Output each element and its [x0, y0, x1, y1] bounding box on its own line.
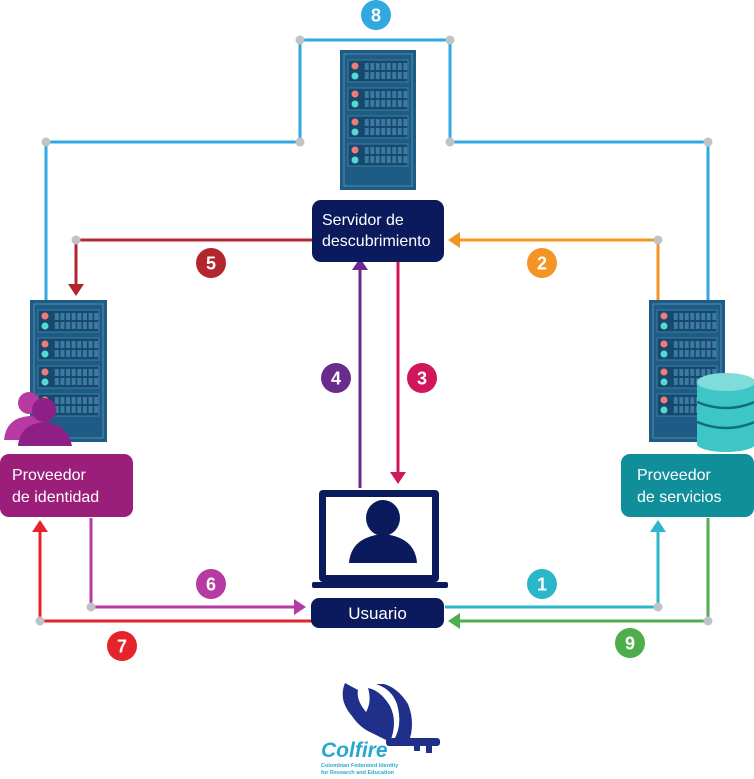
line-step-6 [89, 518, 296, 609]
arrowhead-5 [68, 284, 84, 296]
step-badge-1: 1 [527, 569, 557, 599]
user-label: Usuario [348, 604, 407, 623]
step-number: 7 [117, 637, 127, 657]
junction-dots [35, 35, 713, 626]
arrowhead-9 [448, 613, 460, 629]
arrowhead-3 [390, 472, 406, 484]
discovery-label-line2: descubrimiento [322, 233, 431, 250]
logo-tagline-line1: Colombian Federated Identity [321, 763, 399, 769]
laptop-icon [312, 490, 448, 588]
identity-label-line2: de identidad [12, 489, 99, 506]
colfire-logo: Colfire Colombian Federated Identity for… [321, 683, 440, 776]
discovery-server-node: Servidor de descubrimiento [312, 200, 444, 262]
logo-name: Colfire [321, 739, 388, 762]
identity-provider-node: Proveedor de identidad [0, 454, 133, 517]
arrowhead-1 [650, 520, 666, 532]
logo-tagline-line2: for Research and Education [321, 770, 395, 776]
step-badge-6: 6 [196, 569, 226, 599]
step-badge-7: 7 [107, 631, 137, 661]
step-badges: 1 2 3 4 5 6 7 8 9 [107, 0, 645, 661]
database-icon [696, 373, 754, 452]
discovery-server-icon [340, 50, 416, 190]
users-icon [4, 392, 72, 446]
step-badge-2: 2 [527, 248, 557, 278]
identity-label-line1: Proveedor [12, 467, 86, 484]
step-number: 3 [417, 369, 427, 389]
line-step-5 [74, 238, 312, 288]
step-badge-4: 4 [321, 363, 351, 393]
discovery-label-line1: Servidor de [322, 212, 404, 229]
step-number: 9 [625, 634, 635, 654]
user-node: Usuario [311, 598, 444, 628]
step-number: 5 [206, 254, 216, 274]
services-label-line2: de servicios [637, 489, 721, 506]
arrowheads [32, 232, 666, 629]
step-badge-3: 3 [407, 363, 437, 393]
user-avatar-icon [349, 500, 417, 563]
service-provider-node: Proveedor de servicios [621, 454, 754, 517]
step-number: 2 [537, 254, 547, 274]
key-flame-icon [342, 683, 440, 753]
services-label-line1: Proveedor [637, 467, 711, 484]
service-server-icon [649, 300, 725, 442]
step-number: 8 [371, 6, 381, 26]
arrowhead-7 [32, 520, 48, 532]
step-badge-9: 9 [615, 628, 645, 658]
line-step-2 [458, 238, 660, 302]
step-number: 4 [331, 369, 341, 389]
step-badge-8: 8 [361, 0, 391, 30]
step-number: 6 [206, 575, 216, 595]
line-step-8 [44, 38, 710, 302]
arrowhead-4 [352, 258, 368, 270]
arrowhead-6 [294, 599, 306, 615]
arrowhead-2 [448, 232, 460, 248]
step-badge-5: 5 [196, 248, 226, 278]
step-number: 1 [537, 575, 547, 595]
